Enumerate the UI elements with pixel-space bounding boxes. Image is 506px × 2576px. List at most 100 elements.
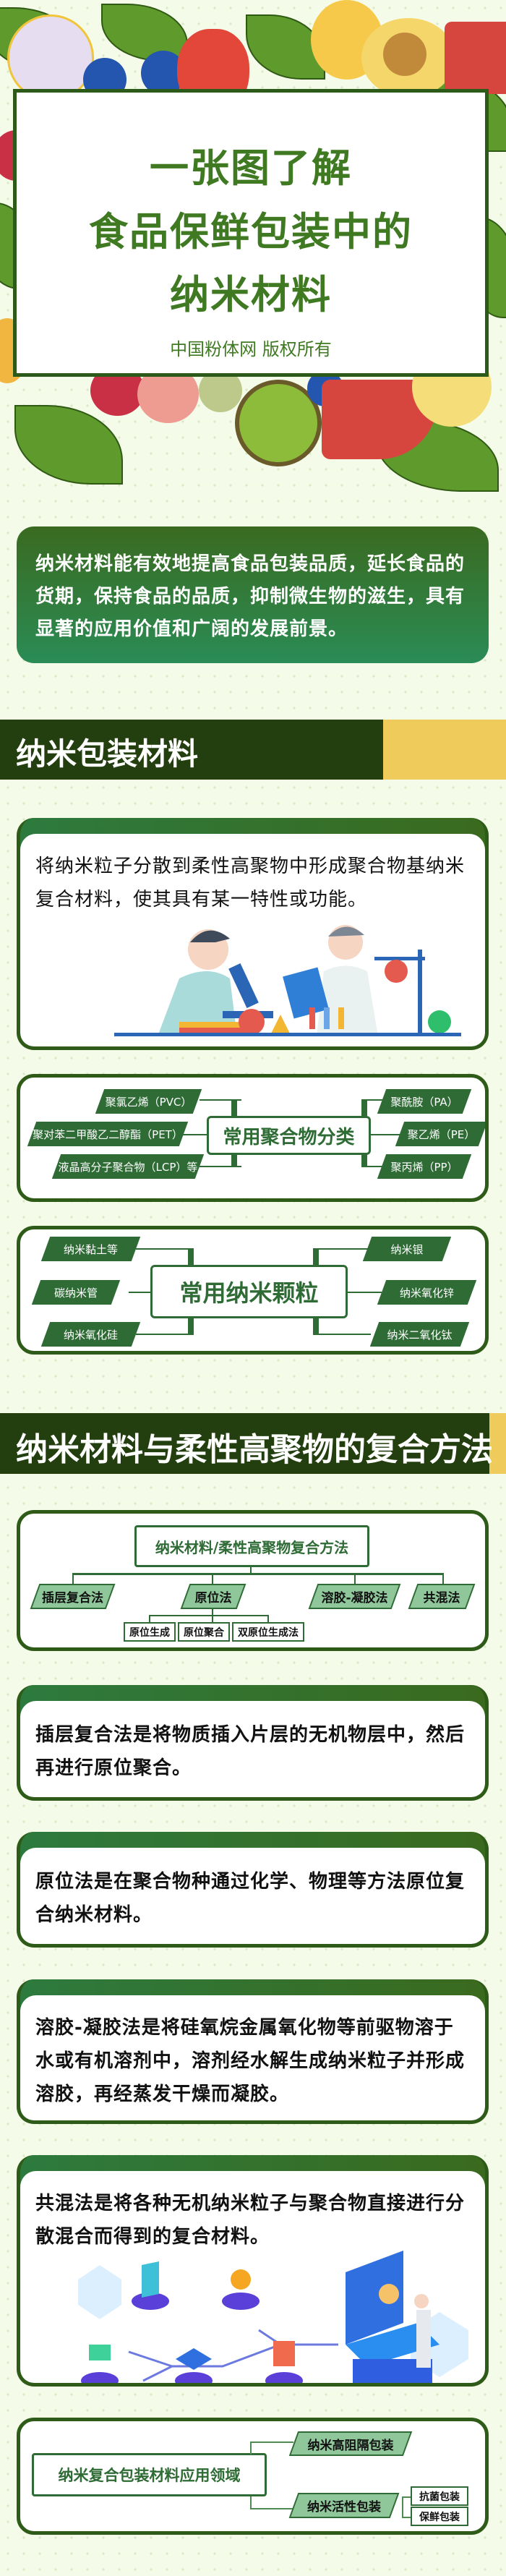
scientists-illustration bbox=[114, 925, 461, 1036]
mindmap-node: 纳米黏土等 bbox=[40, 1237, 141, 1261]
connector-line bbox=[212, 1573, 213, 1585]
connector-line bbox=[313, 1334, 371, 1335]
nanoparticle-center-node: 常用纳米颗粒 bbox=[150, 1265, 348, 1318]
methods-root-node: 纳米材料/柔性高聚物复合方法 bbox=[134, 1525, 369, 1567]
mindmap-node: 碳纳米管 bbox=[31, 1280, 121, 1305]
connector-line bbox=[136, 1248, 194, 1250]
method-card-intercalation: 插层复合法是将物质插入片层的无机物层中，然后再进行原位聚合。 bbox=[17, 1685, 489, 1801]
apricot-icon bbox=[361, 18, 455, 98]
nanoparticle-item: 纳米黏土等 bbox=[63, 1242, 118, 1256]
connector-line bbox=[346, 1292, 382, 1293]
connector-line bbox=[136, 1334, 194, 1335]
polymer-classification-card: 常用聚合物分类 聚氯乙烯（PVC） 聚对苯二甲酸乙二醇酯（PET） 液晶高分子聚… bbox=[17, 1074, 489, 1202]
polymer-item: 聚乙烯（PE） bbox=[395, 1122, 485, 1146]
nanoparticle-item: 纳米氧化硅 bbox=[63, 1328, 118, 1342]
composite-methods-tree-card: 纳米材料/柔性高聚物复合方法 插层复合法 原位法 溶胶-凝胶法 共混法 原位生成… bbox=[17, 1510, 489, 1651]
leaf-decoration bbox=[101, 4, 188, 61]
mindmap-node: 溶胶-凝胶法 bbox=[308, 1584, 401, 1609]
intro-text: 纳米材料能有效地提高食品包装品质，延长食品的货期，保持食品的品质，抑制微生物的滋… bbox=[35, 553, 466, 640]
mindmap-node: 原位法 bbox=[180, 1584, 246, 1609]
nanoparticle-item: 纳米氧化锌 bbox=[399, 1286, 454, 1300]
nanoparticle-card: 常用纳米颗粒 纳米黏土等 碳纳米管 纳米氧化硅 纳米银 纳米氧化锌 纳米二氧化钛 bbox=[17, 1226, 489, 1355]
connector-line bbox=[200, 1166, 241, 1167]
mindmap-node: 纳米高阻隔包装 bbox=[288, 2431, 413, 2456]
method-card-in-situ: 原位法是在聚合物种通过化学、物理等方法原位复合纳米材料。 bbox=[17, 1832, 489, 1948]
method-branch: 共混法 bbox=[423, 1591, 460, 1605]
data-dashboard-illustration bbox=[78, 2251, 468, 2383]
connector-line bbox=[442, 1573, 444, 1585]
connector-line bbox=[402, 2517, 411, 2518]
section-title: 纳米材料与柔性高聚物的复合方法 bbox=[16, 1431, 493, 1468]
section-header: 纳米包装材料 bbox=[0, 720, 506, 780]
method-sub-item: 原位生成 bbox=[124, 1622, 176, 1642]
method-branch: 溶胶-凝胶法 bbox=[321, 1591, 388, 1605]
page-title-line-3: 纳米材料 bbox=[170, 271, 332, 317]
connector-line bbox=[267, 1615, 269, 1624]
mindmap-node: 插层复合法 bbox=[30, 1584, 116, 1609]
method-description: 溶胶-凝胶法是将硅氧烷金属氧化物等前驱物溶于水或有机溶剂中，溶剂经水解生成纳米粒… bbox=[35, 2017, 466, 2105]
mindmap-node: 纳米活性包装 bbox=[288, 2493, 400, 2518]
application-sub-item: 保鲜包装 bbox=[411, 2507, 468, 2526]
connector-line bbox=[367, 1134, 411, 1135]
page-title-line-2: 食品保鲜包装中的 bbox=[89, 208, 413, 255]
polymer-center-node: 常用聚合物分类 bbox=[207, 1116, 371, 1155]
connector-line bbox=[200, 1099, 241, 1101]
connector-line bbox=[250, 2441, 293, 2443]
nanoparticle-item: 纳米银 bbox=[390, 1242, 424, 1256]
method-description: 共混法是将各种无机纳米粒子与聚合物直接进行分散混合而得到的复合材料。 bbox=[35, 2193, 466, 2248]
polymer-item: 聚丙烯（PP） bbox=[377, 1154, 472, 1179]
flower-icon bbox=[7, 14, 94, 101]
polymer-item: 聚氯乙烯（PVC） bbox=[95, 1089, 202, 1114]
definition-card: 将纳米粒子分散到柔性高聚物中形成聚合物基纳米复合材料，使其具有某一特性或功能。 bbox=[17, 818, 489, 1050]
application-item: 纳米高阻隔包装 bbox=[307, 2438, 394, 2453]
connector-line bbox=[212, 1609, 213, 1624]
applications-root-node: 纳米复合包装材料应用领域 bbox=[32, 2453, 267, 2496]
watermelon-icon bbox=[445, 22, 506, 94]
copyright-text: 中国粉体网 版权所有 bbox=[170, 339, 332, 359]
nanoparticle-item: 纳米二氧化钛 bbox=[387, 1328, 453, 1342]
connector-line bbox=[402, 2496, 411, 2498]
section-accent bbox=[383, 720, 506, 780]
kiwi-icon bbox=[235, 380, 322, 466]
section-title: 纳米包装材料 bbox=[16, 736, 199, 772]
connector-line bbox=[149, 1615, 269, 1616]
intro-box: 纳米材料能有效地提高食品包装品质，延长食品的货期，保持食品的品质，抑制微生物的滋… bbox=[17, 526, 489, 663]
connector-line bbox=[72, 1573, 74, 1585]
connector-line bbox=[250, 2508, 293, 2509]
method-branch: 原位法 bbox=[194, 1591, 232, 1605]
connector-line bbox=[354, 1573, 356, 1585]
method-description: 插层复合法是将物质插入片层的无机物层中，然后再进行原位聚合。 bbox=[35, 1724, 466, 1779]
method-sub-item: 原位聚合 bbox=[178, 1622, 230, 1642]
method-description: 原位法是在聚合物种通过化学、物理等方法原位复合纳米材料。 bbox=[35, 1871, 466, 1926]
nanoparticle-item: 碳纳米管 bbox=[53, 1286, 98, 1300]
connector-line bbox=[250, 2441, 252, 2455]
application-item: 纳米活性包装 bbox=[307, 2500, 381, 2515]
applications-card: 纳米复合包装材料应用领域 纳米高阻隔包装 纳米活性包装 抗菌包装 保鲜包装 bbox=[17, 2418, 489, 2535]
hero-banner: 一张图了解 食品保鲜包装中的 纳米材料 中国粉体网 版权所有 bbox=[0, 0, 506, 506]
connector-line bbox=[129, 1292, 158, 1293]
page-title-line-1: 一张图了解 bbox=[150, 145, 352, 191]
leaf-decoration bbox=[14, 405, 123, 485]
polymer-item: 聚酰胺（PA） bbox=[377, 1089, 472, 1114]
connector-line bbox=[149, 1615, 150, 1624]
definition-text: 将纳米粒子分散到柔性高聚物中形成聚合物基纳米复合材料，使其具有某一特性或功能。 bbox=[35, 856, 466, 910]
mindmap-node: 纳米二氧化钛 bbox=[369, 1322, 470, 1347]
method-card-sol-gel: 溶胶-凝胶法是将硅氧烷金属氧化物等前驱物溶于水或有机溶剂中，溶剂经水解生成纳米粒… bbox=[17, 1979, 489, 2124]
method-card-blending: 共混法是将各种无机纳米粒子与聚合物直接进行分散混合而得到的复合材料。 bbox=[17, 2155, 489, 2387]
application-sub-item: 抗菌包装 bbox=[411, 2486, 468, 2506]
mindmap-node: 纳米银 bbox=[362, 1237, 452, 1261]
mindmap-node: 纳米氧化锌 bbox=[377, 1280, 477, 1305]
section-header: 纳米材料与柔性高聚物的复合方法 bbox=[0, 1413, 506, 1474]
mindmap-node: 纳米氧化硅 bbox=[40, 1322, 141, 1347]
polymer-item: 聚对苯二甲酸乙二醇酯（PET） bbox=[27, 1122, 189, 1146]
polymer-item: 液晶高分子聚合物（LCP）等 bbox=[51, 1154, 205, 1179]
connector-line bbox=[313, 1248, 371, 1250]
connector-line bbox=[250, 2496, 252, 2509]
method-sub-item: 双原位生成法 bbox=[232, 1622, 304, 1642]
connector-line bbox=[72, 1573, 444, 1575]
connector-line bbox=[402, 2496, 403, 2518]
mindmap-node: 共混法 bbox=[408, 1584, 476, 1609]
method-branch: 插层复合法 bbox=[42, 1591, 103, 1605]
title-frame: 一张图了解 食品保鲜包装中的 纳米材料 中国粉体网 版权所有 bbox=[13, 89, 489, 377]
connector-line bbox=[179, 1134, 223, 1135]
